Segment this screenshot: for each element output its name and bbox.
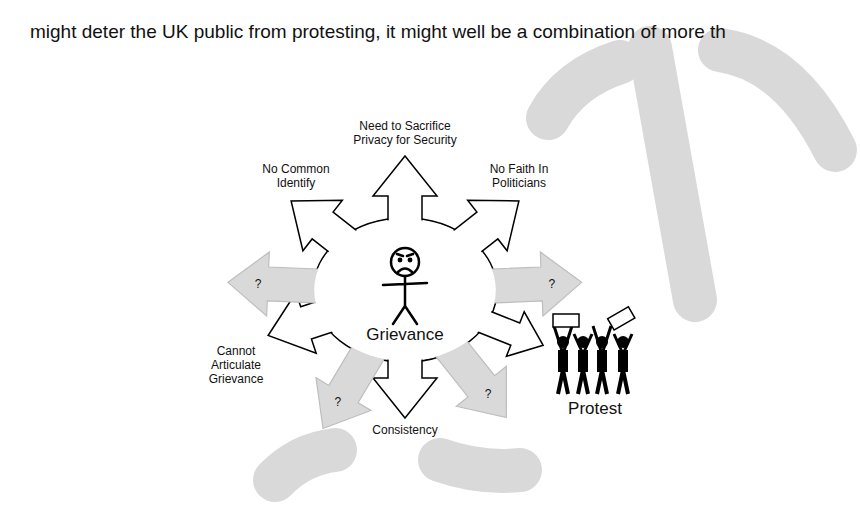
node-label: ? [485, 387, 492, 401]
arrow-shape [316, 333, 389, 428]
watermark-stroke [720, 50, 835, 150]
node-label: Grievance [366, 325, 443, 345]
protester-figures [553, 307, 635, 394]
watermark-stroke [650, 48, 695, 300]
arrow-shape [480, 252, 582, 316]
factor-label: No Common Identify [260, 162, 332, 190]
watermark-stroke [548, 62, 620, 118]
protest-group: Protest [545, 312, 645, 420]
body-text: might deter the UK public from protestin… [30, 20, 726, 44]
stick-figure [383, 248, 427, 324]
factor-label: Cannot Articulate Grievance [205, 344, 267, 386]
node-label: ? [335, 395, 342, 409]
node-label: ? [548, 277, 555, 291]
factor-label: Consistency [350, 423, 460, 437]
protesters [545, 312, 645, 398]
node-label: Protest [568, 399, 622, 419]
watermark [275, 48, 835, 480]
watermark-stroke [440, 460, 520, 471]
factor-label: No Faith In Politicians [479, 162, 559, 190]
arrow-shape [228, 252, 330, 316]
circle-fill [314, 219, 496, 361]
node-label: ? [255, 277, 262, 291]
grievance-circle: Grievance [313, 218, 497, 362]
arrow-shape [430, 328, 506, 418]
watermark-stroke [275, 450, 335, 480]
factor-label: Need to Sacrifice Privacy for Security [346, 119, 464, 147]
